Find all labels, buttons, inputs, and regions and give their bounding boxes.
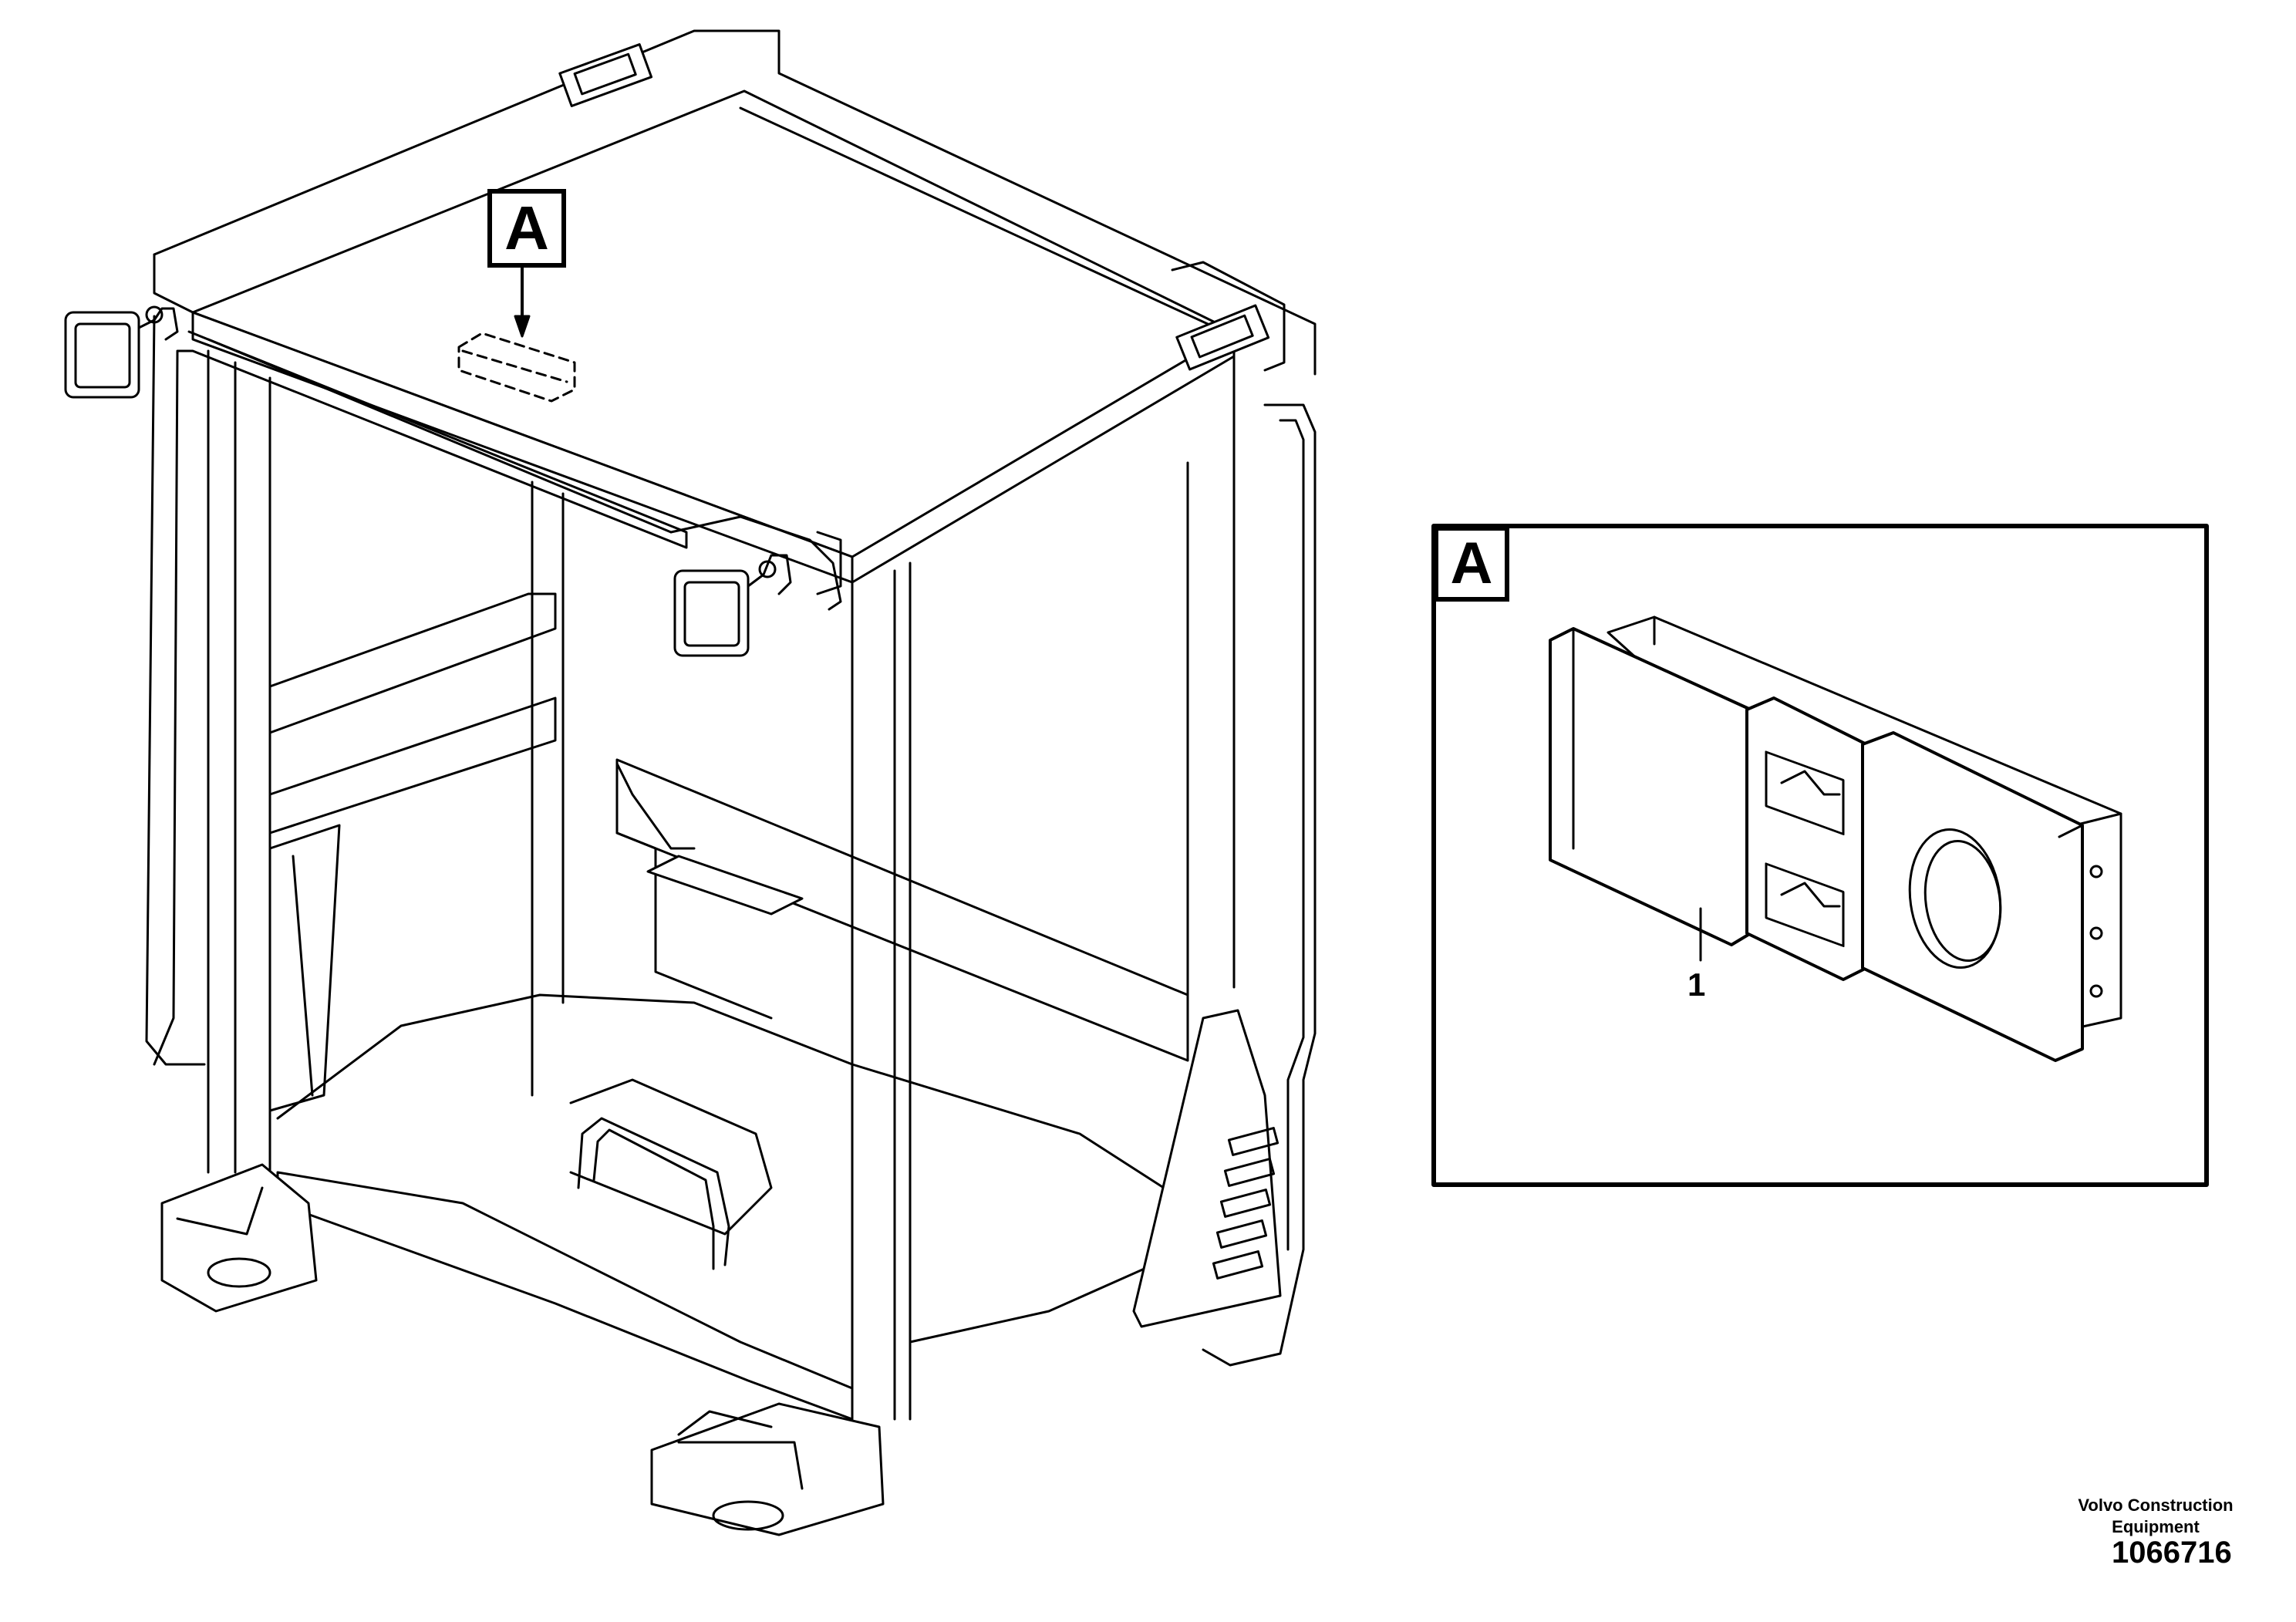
right-corner-bracket [669,515,842,611]
left-grab-handle [145,315,206,1066]
detail-view-a [1431,524,2209,1187]
left-work-light [64,305,179,399]
floor-pan [276,1171,854,1421]
switch-module [1745,696,1868,981]
callout-label-a: A [487,189,566,268]
front-handrail [153,330,688,1066]
rear-roof-block [558,43,653,107]
left-front-foot [160,1163,318,1313]
rotary-knob-module [1861,731,2103,1062]
rear-floor-plate [615,758,1189,1062]
footrest-bar [577,1117,730,1266]
company-name: Volvo Construction Equipment [2078,1496,2234,1536]
right-step-plate [1132,1009,1282,1328]
part-number-label: 1 [1687,966,1706,1003]
right-work-light [673,554,792,657]
hidden-control-panel [457,332,576,403]
roof-panel [191,89,1236,558]
rocker-switch-bottom [1765,862,1845,947]
right-front-foot [650,1402,885,1536]
drawing-number: 1066716 [2112,1536,2232,1570]
detail-frame [1431,524,2209,1187]
rocker-switch-top [1765,750,1845,835]
detail-view-label-a: A [1434,526,1509,602]
right-roof-block [1175,304,1270,371]
right-grab-handle [1202,403,1317,1367]
left-side-beam-upper [268,592,557,734]
cab-frame [64,29,1317,1536]
